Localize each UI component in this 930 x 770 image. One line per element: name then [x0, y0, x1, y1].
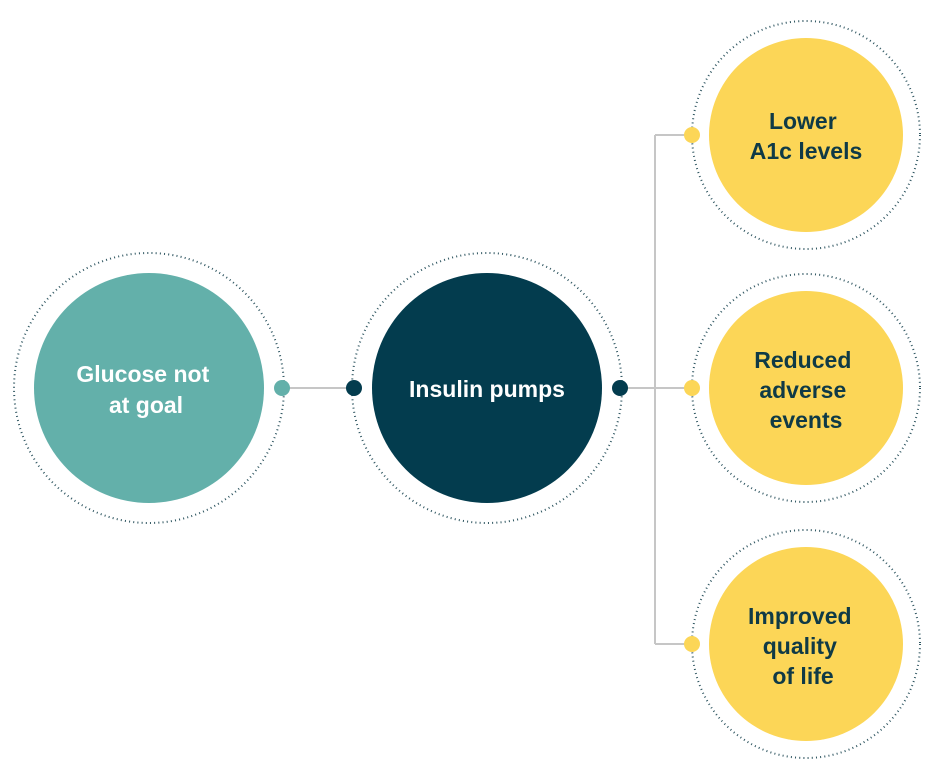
- node-outcome-3-label-line-3: of life: [772, 663, 833, 689]
- node-start-label-line-1: Glucose not: [76, 361, 209, 387]
- node-outcome-1: Lower A1c levels: [691, 20, 921, 250]
- node-outcome-2-label: Reduced adverse events: [754, 347, 858, 433]
- node-start-circle: [34, 273, 264, 503]
- node-outcome-3-label: Improved quality of life: [748, 603, 858, 689]
- node-outcome-2-circle: [709, 291, 903, 485]
- connectors: [282, 134, 692, 645]
- node-outcome-2-label-line-3: events: [770, 407, 843, 433]
- node-outcome-1-circle: [709, 38, 903, 232]
- dot-center-in: [346, 380, 362, 396]
- node-outcome-2: Reduced adverse events: [691, 273, 921, 503]
- dot-outcome-1-in: [684, 127, 700, 143]
- node-outcome-3-circle: [709, 547, 903, 741]
- dot-outcome-3-in: [684, 636, 700, 652]
- node-outcome-3-label-line-1: Improved: [748, 603, 852, 629]
- dot-start-out: [274, 380, 290, 396]
- node-outcome-1-label: Lower A1c levels: [750, 108, 863, 164]
- node-start: Glucose not at goal: [13, 252, 285, 524]
- node-start-label: Glucose not at goal: [76, 361, 215, 418]
- node-outcome-2-label-line-2: adverse: [759, 377, 846, 403]
- node-start-label-line-2: at goal: [109, 392, 183, 418]
- node-center-circle: [372, 273, 602, 503]
- node-outcome-3-label-line-2: quality: [763, 633, 837, 659]
- dot-outcome-2-in: [684, 380, 700, 396]
- node-outcome-1-label-line-1: Lower: [769, 108, 837, 134]
- node-center: Insulin pumps: [351, 252, 623, 524]
- node-center-label: Insulin pumps: [409, 376, 565, 402]
- node-outcome-3: Improved quality of life: [691, 529, 921, 759]
- node-outcome-2-label-line-1: Reduced: [754, 347, 851, 373]
- node-center-label-line-1: Insulin pumps: [409, 376, 565, 402]
- connector-dots: [274, 127, 700, 652]
- node-outcome-1-label-line-2: A1c levels: [750, 138, 863, 164]
- dot-center-out: [612, 380, 628, 396]
